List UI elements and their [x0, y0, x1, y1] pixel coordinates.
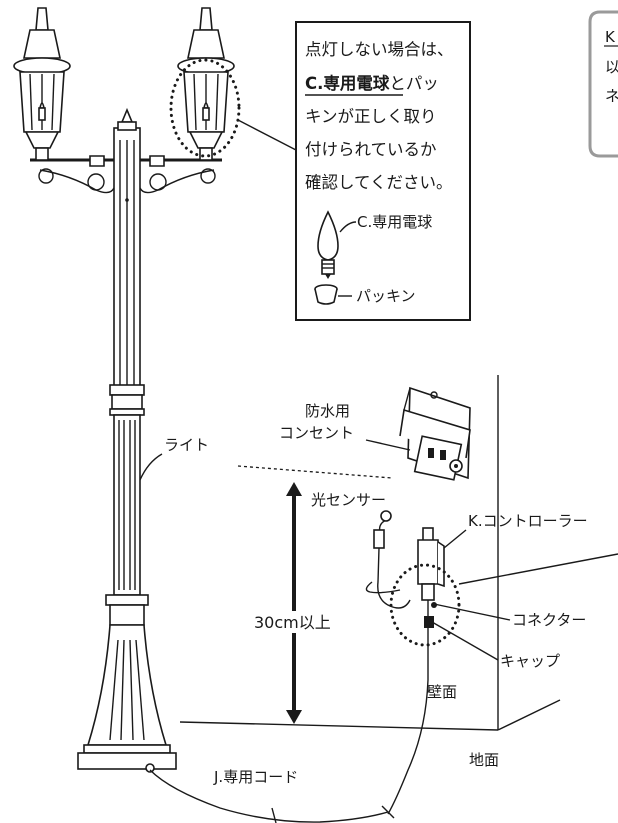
lamp-post	[30, 107, 222, 770]
wall-label: 壁面	[427, 683, 457, 701]
dedicated-cord: J.専用コード	[145, 763, 395, 823]
cap-label: キャップ	[500, 652, 560, 670]
controller: K.コントローラー	[387, 512, 618, 815]
waterproof-outlet	[399, 386, 471, 481]
bulb-callout: 点灯しない場合は、 C.専用電球とパッ キンが正しく取り 付けられているか 確認…	[295, 21, 471, 321]
height-label: 30cm以上	[254, 613, 331, 632]
outlet-label-line-1: 防水用	[305, 402, 350, 420]
right-lantern	[169, 7, 297, 161]
wall-ground	[179, 375, 561, 731]
ground-label: 地面	[469, 751, 499, 769]
callout-bulb-label: C.専用電球	[357, 213, 432, 231]
sensor-label: 光センサー	[311, 491, 386, 509]
outlet-label-line-2: コンセント	[279, 424, 354, 442]
bulb-icon	[317, 210, 339, 279]
svg-text:C.専用電球とパッ: C.専用電球とパッ	[305, 74, 439, 93]
connector-highlight-circle	[389, 563, 461, 647]
height-arrow: 30cm以上	[252, 482, 338, 724]
left-lantern	[13, 7, 71, 161]
cord-label: J.専用コード	[213, 768, 298, 786]
callout-line-5: 確認してください。	[305, 173, 453, 192]
partial-note-line-1: K	[605, 28, 616, 46]
controller-label: K.コントローラー	[468, 512, 588, 530]
partial-note-line-2: 以	[605, 58, 618, 76]
callout-line-2: とパッ	[389, 74, 439, 93]
callout-line-4: 付けられているか	[305, 140, 437, 159]
callout-bulb-emphasis: C.専用電球	[305, 74, 390, 93]
callout-line-1: 点灯しない場合は、	[305, 40, 454, 59]
partial-note-box: K 以 ネ	[588, 10, 618, 158]
light-label: ライト	[164, 436, 209, 454]
callout-packing-label: パッキン	[356, 287, 416, 305]
connector-label: コネクター	[512, 611, 586, 629]
bulb-highlight-circle	[169, 58, 241, 158]
packing-icon	[314, 284, 338, 305]
partial-note-line-3: ネ	[605, 87, 618, 105]
light-sensor: 光センサー	[311, 491, 411, 609]
callout-line-3: キンが正しく取り	[305, 107, 437, 126]
